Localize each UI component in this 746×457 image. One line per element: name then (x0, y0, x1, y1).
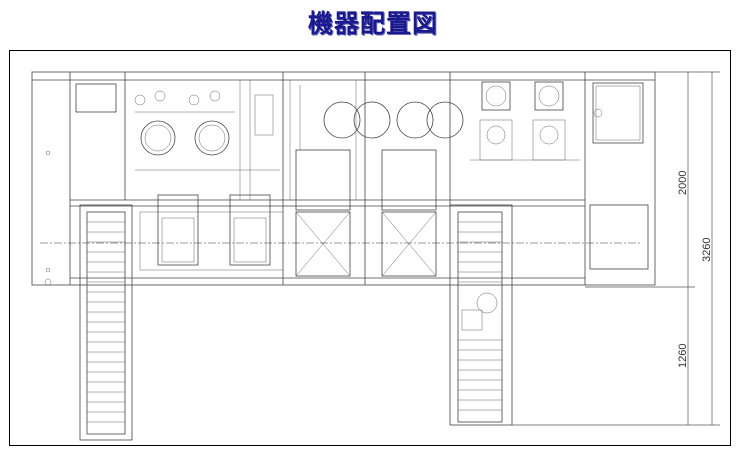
pump-motors (470, 81, 580, 161)
control-panel (589, 82, 649, 270)
skid-outline (31, 71, 656, 286)
drawing-frame (9, 50, 731, 446)
reaction-tanks (289, 80, 464, 277)
right-conveyor (449, 204, 513, 426)
filter-vessels (134, 80, 284, 271)
dimension-lines (512, 71, 720, 426)
dimension-2000: 2000 (677, 171, 689, 195)
dimension-3260: 3260 (701, 238, 713, 262)
left-conveyor (79, 204, 133, 441)
dimension-1260: 1260 (677, 344, 689, 368)
page-title: 機器配置図 (307, 9, 438, 38)
